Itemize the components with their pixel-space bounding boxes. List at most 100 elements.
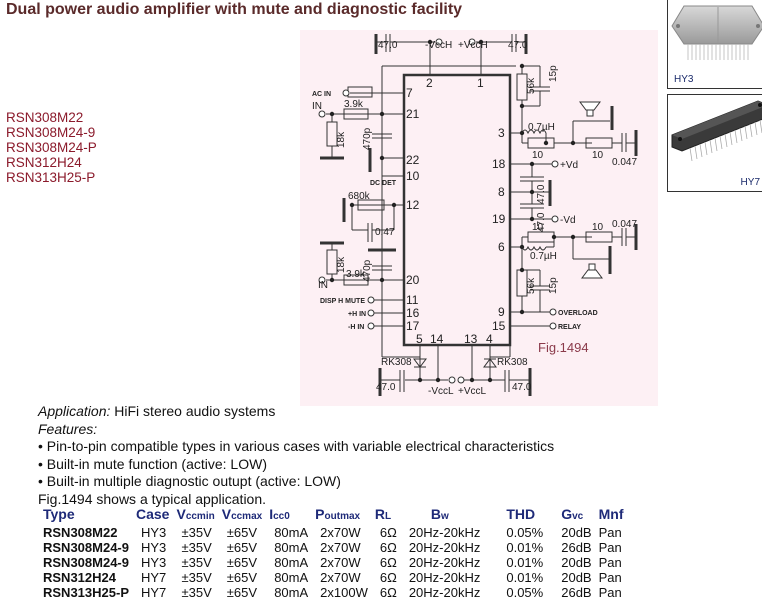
table-cell: 26dB xyxy=(561,585,592,600)
pin-number: 3 xyxy=(498,126,505,140)
hy3-package-card: HY3 xyxy=(667,0,762,89)
inductor-label: 0.7µH xyxy=(528,122,555,133)
table-cell: Pan xyxy=(598,525,622,540)
col-header: Mnf xyxy=(598,506,624,522)
table-cell: ±35V xyxy=(181,525,212,540)
cap-label: 47.0 xyxy=(536,184,547,204)
cap-label: 470p xyxy=(362,259,373,282)
resistor-label: 56k xyxy=(526,277,537,294)
table-cell: ±65V xyxy=(226,585,257,600)
pin-number: 5 xyxy=(416,332,423,346)
table-cell: 6Ω xyxy=(379,585,397,600)
feature-item: • Built-in multiple diagnostic outupt (a… xyxy=(38,473,341,489)
pin-number: 19 xyxy=(492,212,506,226)
table-cell: 0.05% xyxy=(506,585,544,600)
pin-number: 20 xyxy=(406,273,420,287)
supply-label: -VccH xyxy=(425,40,452,51)
table-header-row: Type Case Vccmin Vccmax Icc0 Poutmax RL … xyxy=(40,506,628,525)
pin-number: 11 xyxy=(406,293,419,307)
col-header: RL xyxy=(374,506,392,522)
signal-label: +H IN xyxy=(348,311,366,318)
hy7-package-card: HY7 xyxy=(667,94,762,192)
col-header: Vccmax xyxy=(221,506,263,522)
pin-number: 15 xyxy=(492,319,506,333)
col-header: Icc0 xyxy=(269,506,290,522)
table-cell: 2x100W xyxy=(320,585,368,600)
pin-number: 8 xyxy=(498,185,505,199)
figure-label: Fig.1494 xyxy=(538,340,589,355)
cap-label: 15p xyxy=(548,277,559,294)
type-cell: RSN308M24-9 xyxy=(43,555,129,570)
signal-label: OVERLOAD xyxy=(558,310,598,317)
resistor-label: 10 xyxy=(532,150,544,161)
table-cell: 20dB xyxy=(561,570,592,585)
signal-label: IN xyxy=(318,280,328,291)
pin-number: 22 xyxy=(406,153,420,167)
application-label: Application: xyxy=(38,403,111,419)
diode-label: RK308 xyxy=(497,357,528,368)
cap-label: 470p xyxy=(362,127,373,150)
pin-number: 21 xyxy=(406,107,420,121)
table-cell: HY3 xyxy=(141,555,167,570)
table-cell: HY7 xyxy=(141,570,167,585)
cap-label: 15p xyxy=(548,65,559,82)
package-label: HY3 xyxy=(674,74,694,85)
model-item[interactable]: RSN313H25-P xyxy=(6,170,96,185)
table-cell: ±65V xyxy=(226,540,257,555)
table-cell: 20Hz-20kHz xyxy=(408,555,481,570)
resistor-label: 10 xyxy=(532,222,544,233)
hy3-package-image xyxy=(671,5,762,60)
schematic-diagram: 47.0 -VccH +VccH 47.0 AC IN IN 3.9k 3.9k… xyxy=(312,34,638,397)
col-header: Vccmin xyxy=(176,506,215,522)
cap-label: 47.0 xyxy=(508,40,528,51)
col-header: Type xyxy=(43,506,75,522)
table-cell: ±35V xyxy=(181,570,212,585)
table-cell: Pan xyxy=(598,540,622,555)
model-item[interactable]: RSN308M24-9 xyxy=(6,125,96,140)
diode-label: RK308 xyxy=(381,357,412,368)
signal-label: AC IN xyxy=(312,91,331,98)
model-item[interactable]: RSN312H24 xyxy=(6,155,82,170)
table-cell: 80mA xyxy=(274,525,309,540)
resistor-label: 56k xyxy=(526,77,537,94)
model-item[interactable]: RSN308M24-P xyxy=(6,140,97,155)
supply-label: +VccL xyxy=(458,386,487,397)
pin-number: 12 xyxy=(406,198,420,212)
table-cell: 20Hz-20kHz xyxy=(408,570,481,585)
table-cell: 20dB xyxy=(561,555,592,570)
pin-number: 13 xyxy=(464,332,478,346)
model-item[interactable]: RSN308M22 xyxy=(6,110,84,125)
table-cell: HY3 xyxy=(141,525,167,540)
type-cell: RSN313H25-P xyxy=(43,585,129,600)
table-cell: 0.01% xyxy=(506,570,544,585)
signal-label: DC DET xyxy=(370,180,397,187)
pin-number: 16 xyxy=(406,306,420,320)
pin-number: 9 xyxy=(498,305,505,319)
signal-label: -H IN xyxy=(348,324,364,331)
supply-label: -VccL xyxy=(428,386,454,397)
table-cell: 6Ω xyxy=(379,525,397,540)
table-cell: ±35V xyxy=(181,555,212,570)
table-cell: 26dB xyxy=(561,540,592,555)
table-cell: 2x70W xyxy=(320,555,361,570)
table-cell: 20Hz-20kHz xyxy=(408,585,481,600)
cap-label: 0.047 xyxy=(612,157,637,168)
supply-label: +Vd xyxy=(560,160,578,171)
col-header: Poutmax xyxy=(315,506,361,522)
ic-body xyxy=(402,73,512,347)
col-header: THD xyxy=(506,506,536,522)
table-cell: ±65V xyxy=(226,555,257,570)
resistor-label: 3.9k xyxy=(346,269,366,280)
pin-number: 1 xyxy=(477,76,484,90)
col-header: Gvc xyxy=(561,506,584,522)
pin-number: 4 xyxy=(486,332,493,346)
package-label: HY7 xyxy=(740,177,760,188)
signal-label: IN xyxy=(312,101,322,112)
schematic-figure: 47.0 -VccH +VccH 47.0 AC IN IN 3.9k 3.9k… xyxy=(300,30,658,406)
table-cell: Pan xyxy=(598,585,622,600)
table-cell: 0.01% xyxy=(506,540,544,555)
spec-table: Type Case Vccmin Vccmax Icc0 Poutmax RL … xyxy=(40,506,628,600)
